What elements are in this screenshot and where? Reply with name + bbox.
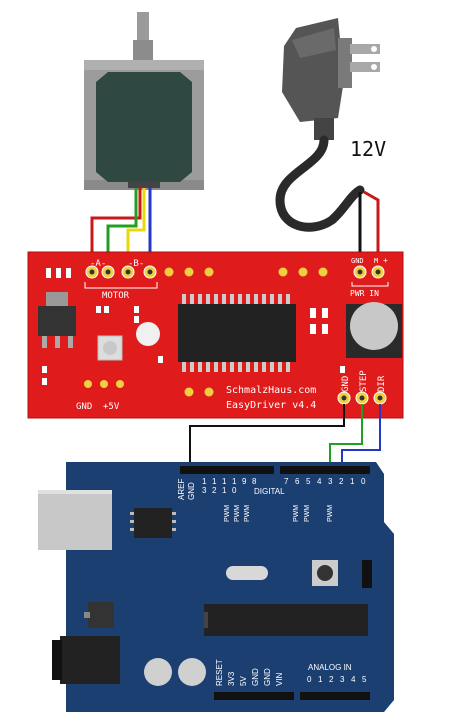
pin-13-digit-1: 1 <box>202 477 207 486</box>
capacitor <box>136 322 160 346</box>
pin-5: 5 <box>306 477 311 486</box>
a4: 4 <box>351 675 356 684</box>
coil-a-label: -A- <box>90 259 106 269</box>
capacitor-2 <box>178 658 206 686</box>
usb-chip <box>134 508 172 538</box>
pin-gnd-label: GND <box>341 376 351 392</box>
pin-gnd-label-1: GND <box>251 668 260 686</box>
pin-5v-label: 5V <box>239 676 248 686</box>
pwm-labels: PWM PWM PWM PWM PWM PWM <box>224 505 334 522</box>
digital-header-2 <box>280 466 370 474</box>
pin-4: 4 <box>317 477 322 486</box>
coil-b-label: -B- <box>128 259 144 269</box>
pin-step-label: STEP <box>359 370 369 392</box>
model-label: EasyDriver v4.4 <box>226 400 316 411</box>
pwm-5: PWM <box>304 505 311 522</box>
pwr-plus-label: + <box>383 256 388 265</box>
a5: 5 <box>362 675 367 684</box>
wire-dir <box>341 404 381 468</box>
pin-vin-label: VIN <box>275 672 284 686</box>
pwm-11: PWM <box>224 505 231 522</box>
wire-yellow-coil-b <box>126 188 146 268</box>
atmega-chip <box>204 604 368 636</box>
reset-label: RESET <box>215 659 224 686</box>
pwm-10: PWM <box>234 505 241 522</box>
pin-11-digit-1: 1 <box>222 477 227 486</box>
voltage-regulator <box>38 292 76 348</box>
pin-6: 6 <box>295 477 300 486</box>
usb-connector <box>38 490 112 550</box>
a3: 3 <box>340 675 345 684</box>
pin-dir-label: DIR <box>377 375 387 392</box>
stepper-motor <box>84 12 204 190</box>
pin-7: 7 <box>284 477 289 486</box>
motor-label: MOTOR <box>102 291 130 301</box>
gnd-pin-label: GND <box>187 482 196 500</box>
analog-header <box>300 692 370 700</box>
jumper-pads <box>164 267 328 277</box>
power-jack <box>60 636 120 684</box>
pin-8: 8 <box>252 477 257 486</box>
electrolytic-capacitor <box>350 302 398 350</box>
a2: 2 <box>329 675 334 684</box>
analog-in-label: ANALOG IN <box>308 663 352 672</box>
crystal <box>226 566 268 580</box>
pin-13-digit-2: 3 <box>202 486 207 495</box>
pin-10-digit-2: 0 <box>232 486 237 495</box>
pwr-gnd-label: GND <box>351 257 364 265</box>
power-adapter: 12V <box>275 18 386 232</box>
pin-11-digit-2: 1 <box>222 486 227 495</box>
pwr-in-label: PWR IN <box>350 289 379 298</box>
a0: 0 <box>307 675 312 684</box>
power-in-header: GND + M PWR IN <box>350 256 389 298</box>
arduino-board: AREF GND 1 1 1 1 9 8 3 2 1 0 7 6 5 4 3 2… <box>38 462 394 712</box>
pin-3v3-label: 3V3 <box>227 671 236 686</box>
adapter-prong-1 <box>350 44 380 54</box>
pin-12-digit-2: 2 <box>212 486 217 495</box>
easydriver-board: -A- -B- MOTOR GND + M PWR IN <box>27 251 404 419</box>
regulator <box>88 602 114 628</box>
pin-3: 3 <box>328 477 333 486</box>
digital-label: DIGITAL <box>254 487 285 496</box>
driver-chip <box>178 294 296 372</box>
pin-10-digit-1: 1 <box>232 477 237 486</box>
adapter-cable <box>275 135 365 232</box>
pin-1: 1 <box>350 477 355 486</box>
wire-gnd <box>189 404 345 468</box>
motor-header: -A- -B- MOTOR <box>84 259 158 301</box>
pin-12-digit-1: 1 <box>212 477 217 486</box>
digital-pin-numbers: 1 1 1 1 9 8 3 2 1 0 7 6 5 4 3 2 1 0 <box>202 477 366 495</box>
pin-2: 2 <box>339 477 344 486</box>
wire-step <box>329 404 363 468</box>
control-wires <box>189 404 381 468</box>
pin-gnd-label-2: GND <box>263 668 272 686</box>
analog-pin-numbers: 0 1 2 3 4 5 <box>307 675 367 684</box>
aref-label: AREF <box>177 479 186 500</box>
power-header-labels: RESET 3V3 5V GND GND VIN <box>215 659 284 686</box>
voltage-label: 12V <box>350 137 386 161</box>
wire-red-coil-a <box>90 188 142 268</box>
pin-9: 9 <box>242 477 247 486</box>
pwm-9: PWM <box>244 505 251 522</box>
plus5v-label: +5V <box>103 402 120 412</box>
a1: 1 <box>318 675 323 684</box>
pwm-3: PWM <box>327 505 334 522</box>
capacitor-1 <box>144 658 172 686</box>
motor-face <box>96 72 192 182</box>
gnd-label: GND <box>76 402 92 412</box>
adapter-prong-2 <box>350 62 380 72</box>
pin-0: 0 <box>361 477 366 486</box>
pwm-6: PWM <box>293 505 300 522</box>
digital-header-1 <box>180 466 274 474</box>
brand-label: SchmalzHaus.com <box>226 385 316 396</box>
pwr-m-label: M <box>374 257 378 265</box>
adapter-body <box>282 18 344 122</box>
wire-green-coil-a <box>106 188 138 268</box>
power-header <box>214 692 294 700</box>
